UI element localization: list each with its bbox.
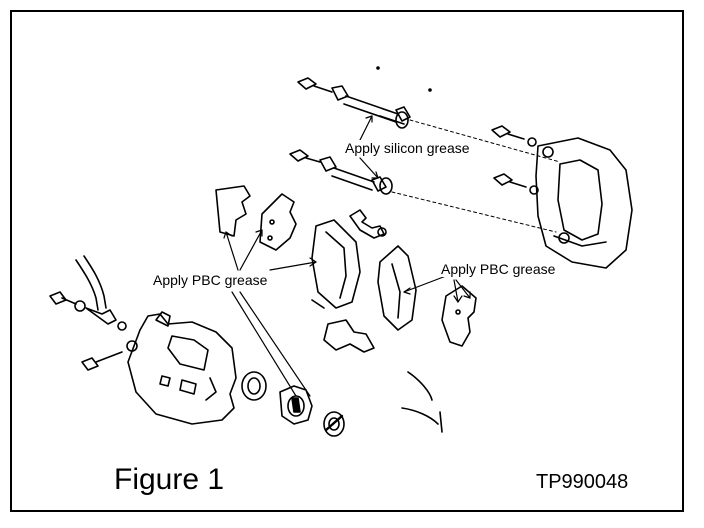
anti-squeal-shim-inner	[259, 193, 297, 251]
speck	[428, 88, 432, 92]
caliper-bracket	[535, 137, 633, 269]
figure-code: TP990048	[536, 471, 629, 493]
inner-brake-pad	[377, 245, 417, 331]
pbc-grease-left-leaders	[223, 229, 317, 397]
bracket-bolt-lower	[493, 173, 539, 195]
bracket-bolt-upper	[491, 125, 537, 147]
brake-hose	[75, 255, 107, 311]
piston-seal-ring	[241, 371, 267, 401]
outer-brake-pad	[311, 219, 361, 309]
speck	[376, 66, 380, 70]
snap-ring	[401, 371, 443, 433]
pad-support-clip-top	[349, 209, 387, 239]
piston-boot	[323, 411, 345, 437]
caliper-body	[127, 311, 237, 425]
pbc-grease-right-leaders	[403, 275, 471, 303]
pad-support-clip-bottom	[323, 319, 375, 353]
label-apply-pbc-grease-left: Apply PBC grease	[152, 272, 269, 288]
figure-frame	[10, 10, 684, 512]
label-apply-silicon-grease: Apply silicon grease	[344, 140, 471, 156]
label-apply-pbc-grease-right: Apply PBC grease	[440, 261, 557, 277]
anti-squeal-shim-outer	[215, 185, 251, 237]
union-bolt	[49, 291, 127, 331]
bleeder-plug	[81, 340, 138, 371]
upper-pin-boot	[379, 111, 409, 129]
upper-slide-pin-bolt	[297, 77, 411, 123]
figure-title: Figure 1	[114, 463, 225, 496]
alignment-lines	[391, 119, 561, 233]
inner-shim-right	[441, 285, 477, 347]
lower-slide-pin-bolt	[289, 149, 393, 195]
silicon-grease-leaders	[359, 115, 379, 179]
